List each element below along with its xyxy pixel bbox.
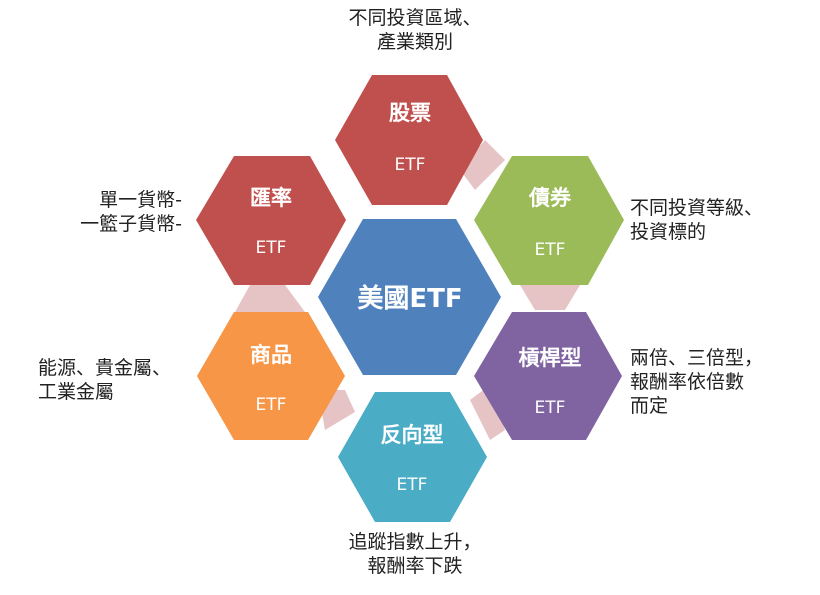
connector-bond-leveraged [520, 285, 580, 310]
desc-inverse-line2: 報酬率下跌 [367, 555, 463, 577]
hex-center: 美國ETF [318, 219, 501, 375]
hex-stock: 股票 ETF [335, 75, 483, 205]
desc-commodity-line2: 工業金屬 [38, 381, 115, 403]
hex-leveraged-shape [474, 312, 622, 440]
hex-leveraged-sub: ETF [535, 398, 566, 418]
desc-leveraged: 兩倍、三倍型， 報酬率依倍數 而定 [630, 346, 763, 418]
hex-currency-sub: ETF [256, 238, 287, 258]
hex-commodity-shape [197, 312, 345, 440]
hex-bond-title: 債券 [528, 186, 572, 210]
connector-commodity-currency [235, 285, 305, 312]
hex-stock-shape [335, 75, 483, 205]
desc-currency-line1: 單一貨幣- [99, 189, 182, 211]
hex-commodity-title: 商品 [250, 343, 292, 367]
desc-leveraged-line2: 報酬率依倍數 [630, 371, 745, 393]
hex-bond-sub: ETF [535, 240, 566, 260]
connector-leveraged-inverse [470, 385, 505, 440]
hex-stock-sub: ETF [395, 155, 426, 175]
desc-leveraged-line3: 而定 [630, 395, 669, 417]
desc-bond: 不同投資等級、 投資標的 [630, 196, 763, 244]
hex-stock-title: 股票 [389, 101, 431, 125]
desc-bond-line2: 投資標的 [630, 221, 707, 243]
desc-commodity: 能源、貴金屬、 工業金屬 [38, 356, 171, 404]
hex-inverse-shape [338, 392, 487, 522]
desc-stock-line2: 產業類別 [376, 31, 453, 53]
hex-bond-shape [474, 156, 624, 285]
desc-currency-line2: 一籃子貨幣- [80, 213, 182, 235]
hex-leveraged: 槓桿型 ETF [474, 312, 622, 440]
hex-inverse-title: 反向型 [381, 423, 444, 447]
desc-inverse: 追蹤指數上升， 報酬率下跌 [340, 530, 490, 578]
desc-stock-line1: 不同投資區域、 [348, 7, 482, 29]
hex-commodity: 商品 ETF [197, 312, 345, 440]
desc-currency: 單一貨幣- 一籃子貨幣- [62, 188, 182, 236]
hex-inverse: 反向型 ETF [338, 392, 487, 522]
hex-commodity-sub: ETF [256, 395, 287, 415]
center-title: 美國ETF [357, 283, 462, 314]
desc-leveraged-line1: 兩倍、三倍型， [630, 347, 764, 369]
connector-stock-bond [460, 140, 505, 190]
desc-stock: 不同投資區域、 產業類別 [340, 6, 490, 54]
hex-currency-shape [196, 156, 346, 285]
hex-inverse-sub: ETF [397, 475, 428, 495]
hex-center-shape [318, 219, 501, 375]
hex-leveraged-title: 槓桿型 [519, 346, 582, 370]
desc-bond-line1: 不同投資等級、 [630, 197, 764, 219]
desc-inverse-line1: 追蹤指數上升， [348, 531, 482, 553]
hex-currency-title: 匯率 [250, 186, 292, 210]
hex-currency: 匯率 ETF [196, 156, 346, 285]
hex-bond: 債券 ETF [474, 156, 624, 285]
desc-commodity-line1: 能源、貴金屬、 [38, 357, 172, 379]
